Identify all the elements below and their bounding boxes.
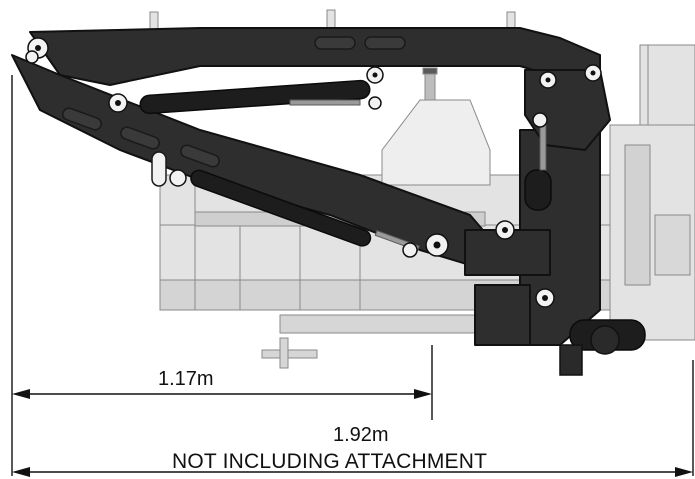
base-roller bbox=[559, 325, 620, 376]
attachment-note: NOT INCLUDING ATTACHMENT bbox=[172, 450, 488, 473]
reach-long-label: 1.92m bbox=[333, 424, 389, 446]
dimension-lines bbox=[11, 75, 694, 476]
pivot-pin-centres bbox=[35, 45, 596, 301]
dimension-arrows bbox=[12, 389, 693, 477]
reach-short-label: 1.17m bbox=[158, 368, 214, 390]
hydraulic-cylinders bbox=[139, 79, 646, 351]
arm-cutouts bbox=[62, 36, 406, 187]
